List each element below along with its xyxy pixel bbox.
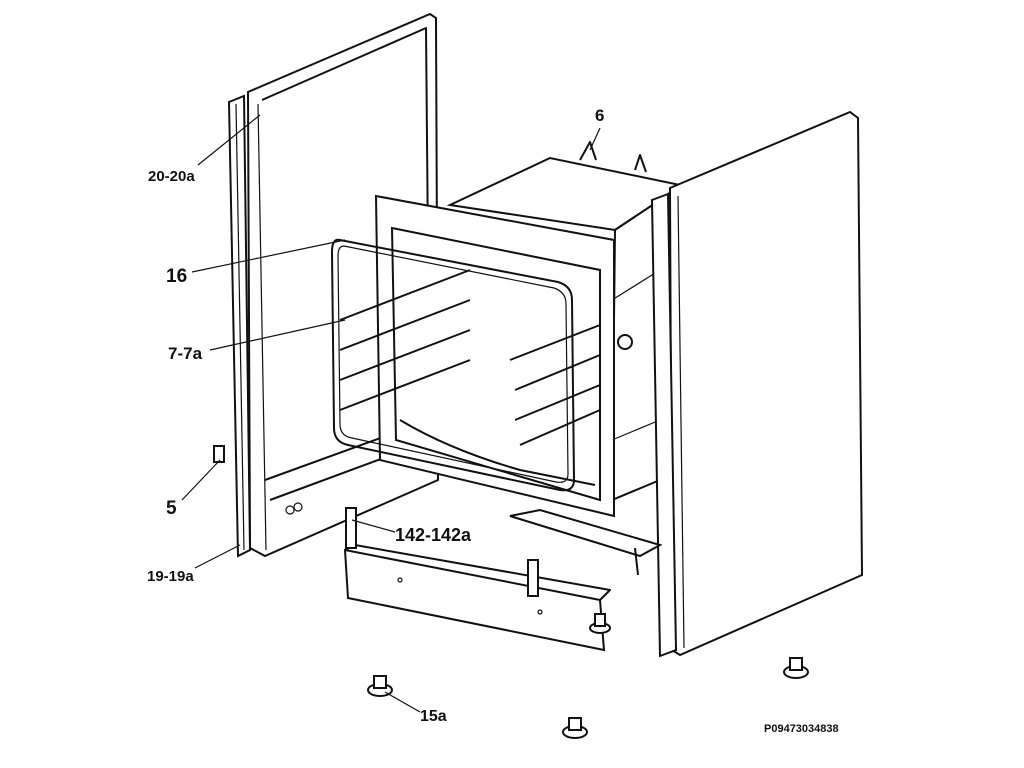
front-frame	[374, 194, 615, 518]
part-code: P09473034838	[764, 723, 839, 735]
oven-cavity	[446, 141, 683, 502]
callout-leaders	[181, 114, 601, 713]
door-seal-gasket	[331, 238, 575, 492]
callout-19-19a: 19-19a	[147, 568, 194, 585]
bottom-plinth-panel	[343, 507, 663, 652]
adjustable-feet	[367, 613, 809, 739]
callout-16: 16	[166, 266, 188, 287]
callout-20-20a: 20-20a	[148, 168, 195, 185]
callout-15a: 15a	[420, 708, 447, 725]
callout-7-7a: 7-7a	[168, 344, 203, 363]
right-side-panel	[650, 110, 864, 658]
callout-5: 5	[166, 498, 177, 519]
oven-rack-shelves	[339, 269, 601, 446]
callout-6: 6	[595, 106, 605, 125]
callout-142-142a: 142-142a	[395, 525, 472, 545]
